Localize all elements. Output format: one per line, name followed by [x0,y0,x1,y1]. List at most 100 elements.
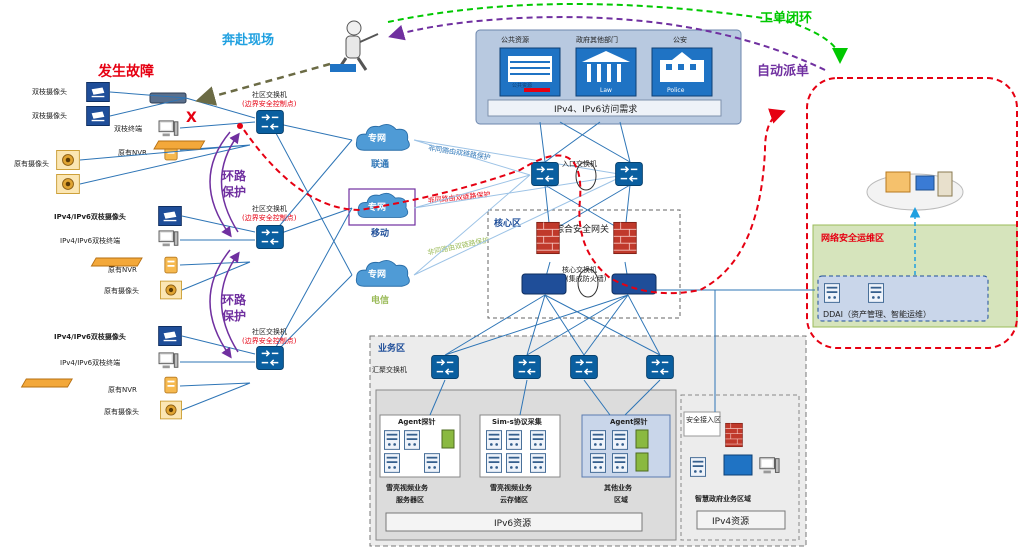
device-label: 原有摄像头 [104,286,139,295]
switch-sub: (边界安全控制点) [242,213,297,222]
switch-sub: (边界安全控制点) [242,336,297,345]
ops-workstation-icon [866,171,964,211]
core-switch-label: 核心交换机 [562,265,597,274]
device-label: 原有NVR [108,385,137,394]
zone-name-line1: 雪亮视频业务 [386,483,429,492]
device-label: 双枝摄像头 [32,87,67,96]
agg-switch-1 [430,355,460,379]
law-building-icon [575,47,637,97]
onsite-arrow [195,62,331,106]
ddai-label: DDAI（资产管理、智能运维） [823,309,931,319]
ring-label-line1: 环路 [222,292,247,307]
switch-label: 社区交换机 [252,204,287,213]
device-label: IPv4/IPv6双枝终端 [60,236,120,245]
switch-sub: (边界安全控制点) [242,99,297,108]
auto-dispatch-label: 自动派单 [757,63,809,79]
community-3: 社区交换机 (边界安全控制点) IPv4/IPv6双枝摄像头 IPv4/IPv6… [20,326,297,420]
entry-switch-label: 入口交换机 [562,159,597,168]
business-zone-label: 业务区 [378,342,405,354]
zone-video-storage: Sim-s协议采集 雪亮视频业务 云存储区 [479,414,561,504]
isp-note-unicom: 非同路由双链路保护 [428,143,492,162]
device-label: 原有NVR [118,148,147,157]
fault-mark: X [186,110,197,126]
device-label: IPv4/IPv6双枝摄像头 [54,212,126,221]
agg-switch-4 [645,355,675,379]
isp-name: 移动 [371,227,389,239]
device-label: IPv4/IPv6双枝摄像头 [54,332,126,341]
core-switch-a [521,273,567,295]
isp-name: 联通 [371,158,389,170]
auto-dispatch-arrow [388,16,826,71]
community-1: 社区交换机 (边界安全控制点) 双枝摄像头 双枝摄像头 双枝终端 原有NVR 原… [14,82,297,194]
isp-badge: 专网 [368,268,386,280]
zone-name-line2: 服务器区 [396,495,424,504]
device-label: 原有NVR [108,265,137,274]
gov-label-public: 公共资源 [501,35,529,44]
zone-title: Agent探针 [398,417,436,426]
device-label: 原有摄像头 [14,159,49,168]
zone-other-business: Agent探针 其他业务 区域 [581,414,671,504]
zone-name-line1: 其他业务 [604,483,633,492]
isp-mobile: 专网 移动 [348,188,416,239]
core-switch-sub: (集成防火墙) [566,274,607,283]
gov-resource-group: 公共资源 政府其他部门 公安 公共资源 Law Police IPv4、IPv6… [475,29,742,125]
zone-title: Agent探针 [610,417,648,426]
core-switch-b [611,273,657,295]
gov-label-other-dept: 政府其他部门 [576,35,618,44]
security-gateway-b [613,221,637,255]
public-resource-building-icon [499,47,561,97]
ring-label-line2: 保护 [221,184,246,199]
agg-switch-3 [569,355,599,379]
ops-zone-label: 网络安全运维区 [821,232,884,244]
agg-switch-2 [512,355,542,379]
ipv4-pool: IPv4资源 [712,516,749,527]
gov-label-police: 公安 [673,35,687,44]
dispatch-onsite-label: 奔赴现场 [221,32,274,48]
ring-label-line2: 保护 [221,308,246,323]
security-gateway-a [536,221,560,255]
device-label: 原有摄像头 [104,407,139,416]
security-gateway-label: 综合安全网关 [555,223,609,235]
fault-alert-path [243,108,786,295]
entry-switch-a [530,162,560,186]
zone-name-line2: 云存储区 [500,495,528,504]
ring-protection-2: 环路 保护 [209,249,247,359]
community-2: 社区交换机 (边界安全控制点) IPv4/IPv6双枝摄像头 IPv4/IPv6… [54,204,297,300]
ticket-loop-arrow [387,3,848,64]
access-demand-bar: IPv4、IPv6访问需求 [554,103,637,115]
device-label: IPv4/IPv6双枝终端 [60,358,120,367]
zone-name-line1: 雪亮视频业务 [490,483,533,492]
zone-title: Sim-s协议采集 [492,417,543,426]
core-zone-label: 核心区 [494,217,521,229]
ring-label-line1: 环路 [222,168,247,183]
public-icon-text: 公共资源 [512,82,532,89]
isp-unicom: 专网 联通 [355,123,410,170]
zone-smart-gov: 安全接入区 智慧政府业务区域 [683,411,780,503]
entry-switch-b [614,162,644,186]
police-icon-text: Police [667,87,685,94]
ticket-loop-label: 工单闭环 [760,10,812,26]
ring-protection-1: 环路 保护 [209,131,247,238]
isp-name: 电信 [371,294,389,306]
ops-zone: 网络安全运维区 DDAI（资产管理、智能运维） [806,77,1018,349]
network-links [269,121,815,416]
device-label: 双枝摄像头 [32,111,67,120]
law-icon-text: Law [600,87,612,94]
core-zone: 核心区 [487,209,681,319]
technician-icon [330,20,379,72]
ipv6-pool: IPv6资源 [494,518,531,529]
police-building-icon [651,47,713,97]
switch-label: 社区交换机 [252,327,287,336]
zone-name-line2: 区域 [614,495,628,504]
fault-label: 发生故障 [97,63,154,80]
zone-video-server: Agent探针 雪亮视频业务 服务器区 [379,414,461,504]
isp-badge: 专网 [368,132,386,144]
agg-switch-label: 汇聚交换机 [372,365,407,374]
device-label: 双枝终端 [114,124,142,133]
ops-highlight-frame [806,77,1018,349]
zone-name: 智慧政府业务区域 [695,494,751,503]
switch-label: 社区交换机 [252,90,287,99]
isp-telecom: 专网 电信 [355,259,410,306]
zone-title: 安全接入区 [686,415,721,424]
